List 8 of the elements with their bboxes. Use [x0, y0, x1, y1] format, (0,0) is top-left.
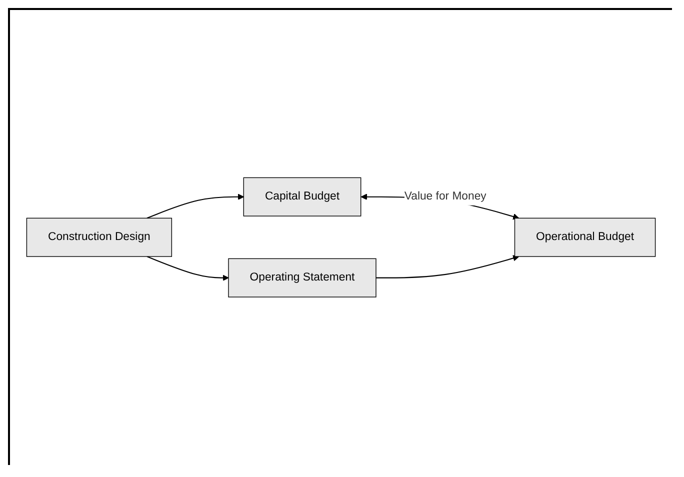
node-box: Construction Design: [26, 218, 172, 258]
node-box: Operational Budget: [514, 218, 656, 258]
arrow: [146, 194, 244, 219]
arrow: [376, 255, 520, 279]
arrow: [146, 256, 229, 282]
edge-label: Value for Money: [404, 190, 486, 203]
node-box: Capital Budget: [243, 177, 362, 217]
node-box: Operating Statement: [228, 258, 376, 298]
